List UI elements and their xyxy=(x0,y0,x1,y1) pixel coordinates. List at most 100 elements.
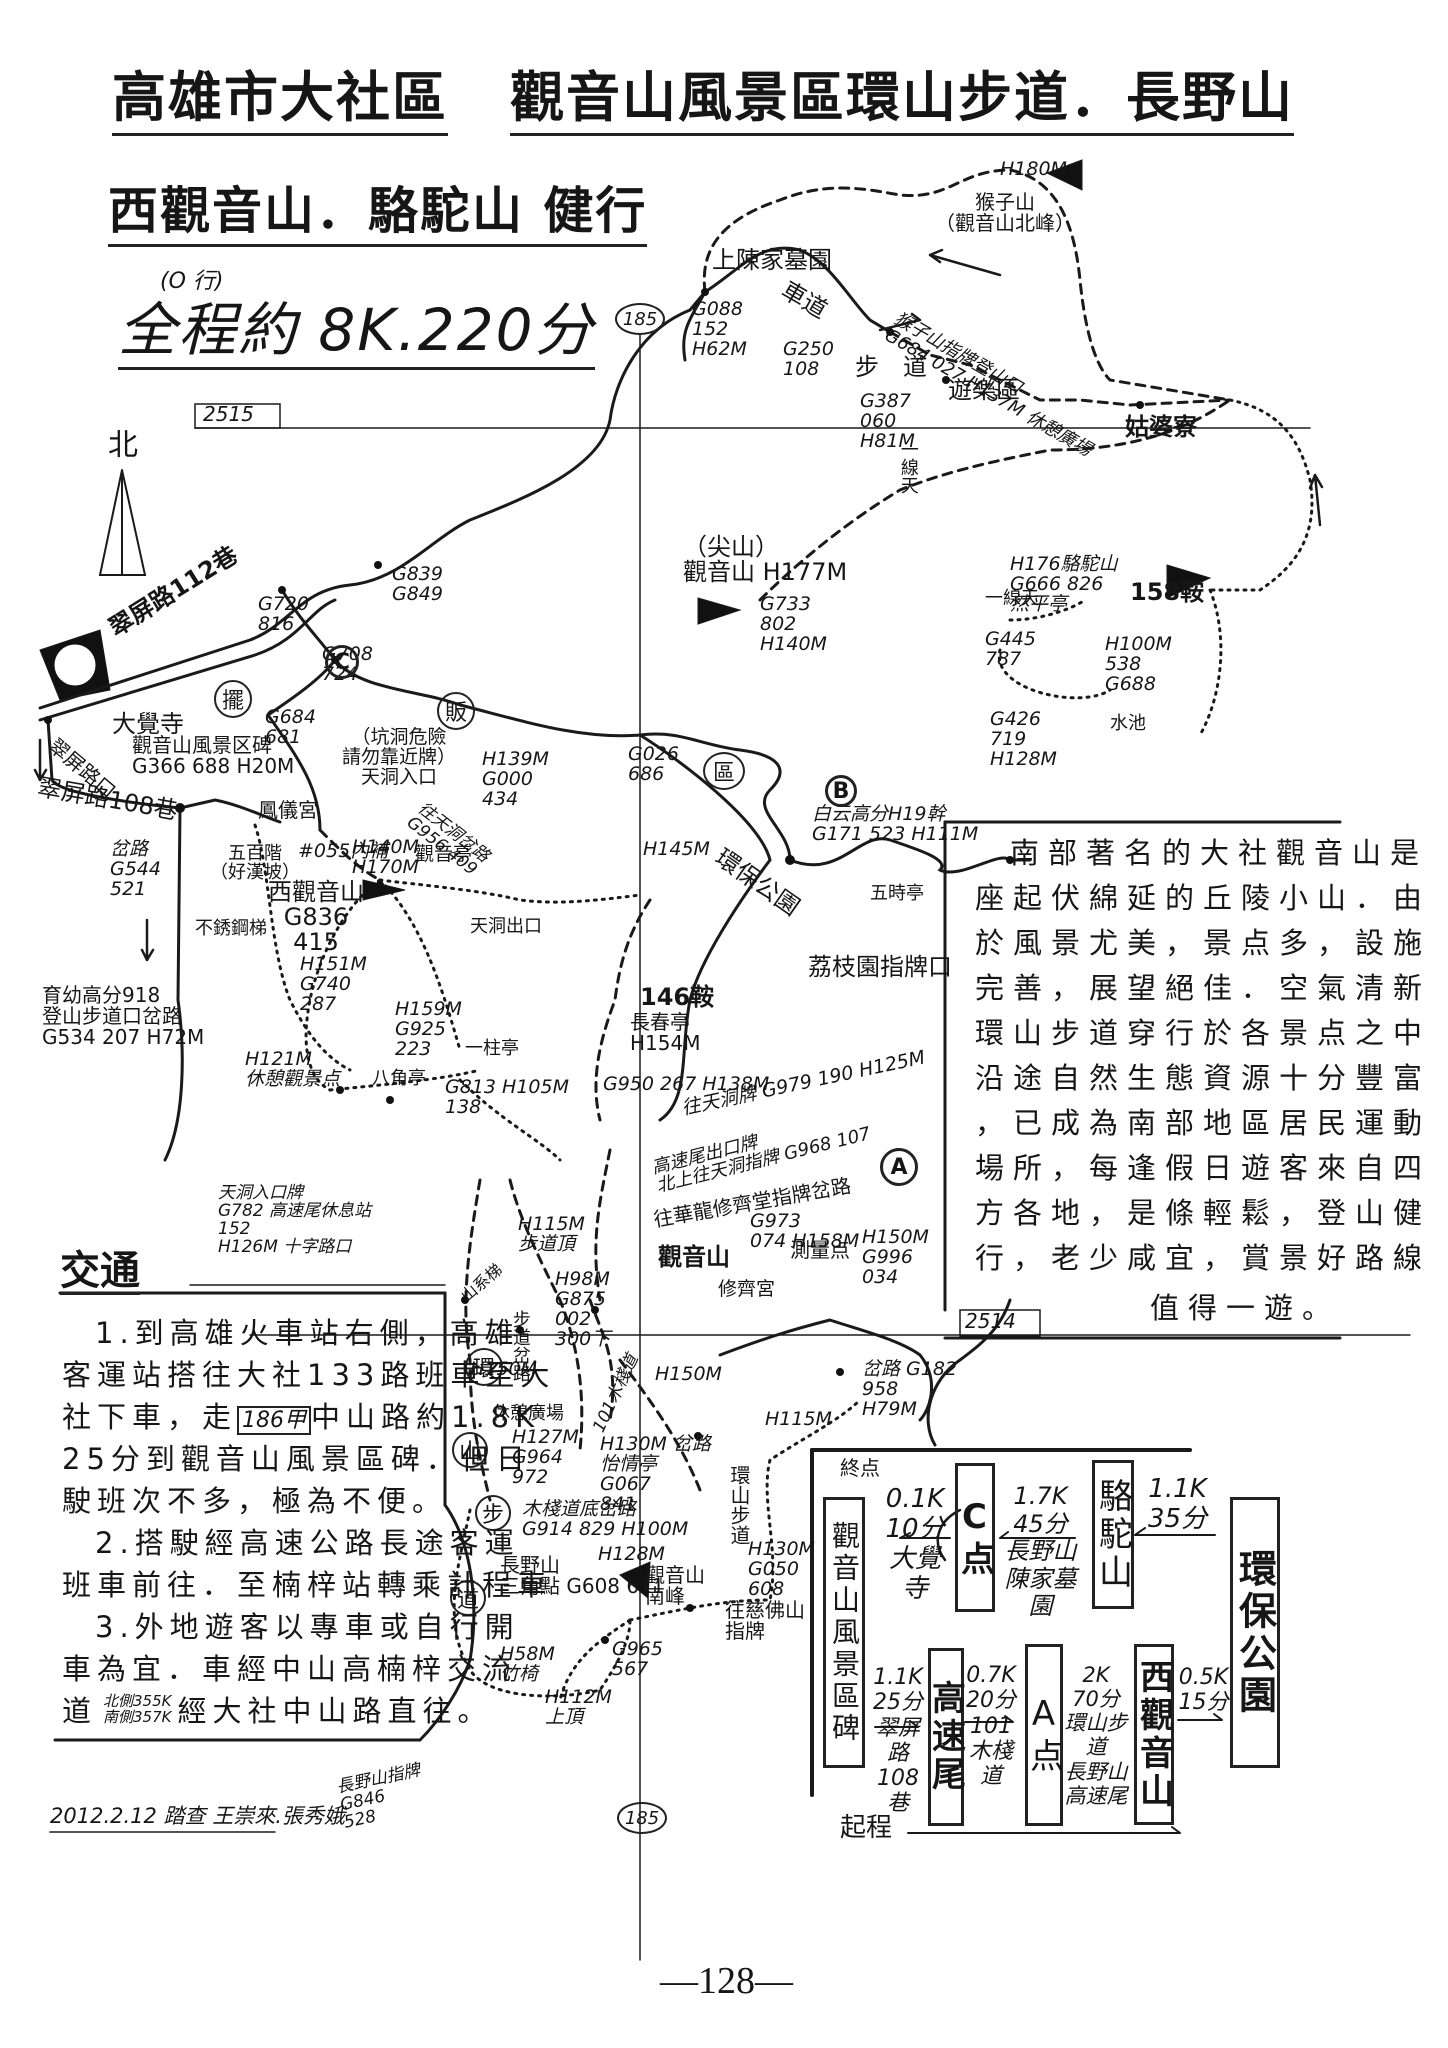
description-line: 場所，每逢假日遊客來自四 xyxy=(975,1151,1432,1185)
label-g088: G088 152 H62M xyxy=(692,298,747,360)
grid-number-top: 2515 xyxy=(203,402,254,426)
circle-label-stall: 擺 xyxy=(214,680,252,718)
label-g720: G720 816 xyxy=(258,593,309,635)
label-houzishan: 猴子山 （觀音山北峰） xyxy=(935,190,1075,235)
label-h151: H151M G740 287 xyxy=(300,953,367,1015)
segment-west-guanyin-to-park: 0.5K 15分 xyxy=(1178,1665,1229,1716)
node-luotuoshan: 駱駝山 xyxy=(1092,1460,1134,1609)
label-orphanage-fork: 育幼高分918 登山步道口岔路 G534 207 H72M xyxy=(42,983,205,1049)
label-fork-g182: 岔路 G182 958 H79M xyxy=(862,1358,958,1420)
node-west-guanyin: 西觀音山 xyxy=(1134,1644,1174,1825)
survey-credit: 2012.2.12 踏查 王崇來.張秀娥 xyxy=(50,1804,345,1828)
label-baiyun-junction: 白云高分H19幹 G171 523 H111M xyxy=(812,803,979,845)
label-octagon-pavilion: 八角亭 xyxy=(372,1068,426,1089)
label-west-guanyin: 西觀音山 G836 415 xyxy=(268,878,364,957)
label-g965: G965 567 xyxy=(612,1638,663,1680)
description-line: 於風景尤美，景点多，設施 xyxy=(975,926,1432,960)
label-tiandong-entrance: （坑洞危險 請勿靠近牌） 天洞入口 xyxy=(342,726,457,788)
description-line: 行，老少咸宜，賞景好路線 xyxy=(975,1241,1432,1275)
label-wushi-pavilion: 五時亭 xyxy=(870,883,924,904)
peak-flag-icon xyxy=(1045,159,1083,191)
label-g026: G026 686 xyxy=(628,743,679,785)
label-g964: H127M G964 972 xyxy=(512,1426,579,1488)
circle-label-step: 步 xyxy=(475,1495,511,1531)
road-185-badge-bottom: 185 xyxy=(617,1802,667,1834)
label-changchun-pavilion: 長春亭 H154M xyxy=(630,1010,701,1055)
label-chen-cemetery: 上陳家墓園 xyxy=(712,246,832,274)
segment-expressway-to-a: 0.7K 20分 101 木棧道 xyxy=(966,1663,1016,1790)
label-tiandong-sign: 天洞入口牌 G782 高速尾休息站 152 H126M 十字路口 xyxy=(218,1183,372,1257)
segment-a-to-west-guanyin: 2K 70分 環山步道 長野山 高速尾 xyxy=(1064,1663,1128,1808)
checkpoint-b-marker: B xyxy=(825,775,857,807)
node-eco-park: 環保公園 xyxy=(1230,1497,1280,1768)
total-distance-time: 全程約 8K.220分 xyxy=(118,300,595,370)
label-guanyin-pavilion: 觀音亭 xyxy=(415,843,473,865)
transport-text: 中山路約1.8K xyxy=(311,1400,541,1434)
label-h139: H139M G000 434 xyxy=(482,748,549,810)
label-g950: G950 267 H138M xyxy=(603,1073,770,1095)
transport-line: 客運站搭往大社133路班車至大 xyxy=(62,1358,556,1392)
route-186a-badge: 186甲 xyxy=(237,1406,312,1435)
title-district: 高雄市大社區 xyxy=(112,69,448,136)
transport-heading: 交通 xyxy=(60,1248,140,1295)
label-g387: G387 060 H81M xyxy=(860,390,915,452)
label-h58-bench: H58M 竹椅 xyxy=(500,1643,555,1685)
circle-label-mountain: 山 xyxy=(452,1432,488,1468)
description-line: ，已成為南部地區居民運動 xyxy=(975,1106,1432,1140)
north-arrow-icon xyxy=(98,469,147,576)
label-scenic-monument: 觀音山風景区碑 G366 688 H20M xyxy=(132,733,295,778)
peak-flag-icon xyxy=(619,1561,651,1600)
grid-box-2515 xyxy=(194,403,281,429)
circle-label-loop: 環 xyxy=(465,1348,503,1386)
description-line: 完善，展望絕佳．空氣清新 xyxy=(975,971,1432,1005)
label-survey-point: 測量点 xyxy=(790,1238,850,1262)
label-steel-ladder: 不銹鋼梯 xyxy=(195,918,267,939)
description-line: 值得一遊。 xyxy=(1150,1291,1341,1325)
logo-icon xyxy=(39,629,111,701)
label-south-peak: 觀音山 南峰 xyxy=(645,1563,705,1608)
label-pillar-pavilion: 一柱亭 xyxy=(465,1038,519,1059)
label-146-saddle: 146鞍 xyxy=(640,983,715,1011)
transport-line: 道 北側355K 南側357K 經大社中山路直往。 xyxy=(62,1688,493,1730)
circle-label-district: 區 xyxy=(703,752,745,790)
label-yiqing-pavilion: H130M 岔路 怡情亭 G067 841 xyxy=(600,1433,711,1515)
label-guanyinshan: 觀音山 xyxy=(658,1243,730,1271)
transport-line: 班車前往．至楠梓站轉乘計程車 xyxy=(62,1568,553,1602)
label-g875: H98M G875 002 300下 xyxy=(555,1268,611,1350)
label-g684: G684 681 xyxy=(265,706,316,748)
label-pond: 水池 xyxy=(1110,713,1146,734)
direction-arrows xyxy=(33,248,1324,1562)
circle-label-vendor: 販 xyxy=(437,692,475,730)
segment-park-to-luotuo: 1.1K 35分 xyxy=(1147,1474,1208,1534)
dotted-trails xyxy=(253,398,1314,1702)
label-loop-trail: 環山步道 xyxy=(727,1465,751,1545)
node-scenic-monument: 觀音山風景區碑 xyxy=(823,1497,865,1768)
description-line: 南部著名的大社觀音山是 xyxy=(1010,836,1429,870)
label-158-saddle: 158鞍 xyxy=(1130,578,1205,606)
label-rest-viewpoint: H121M 休憩觀景点 xyxy=(245,1048,341,1090)
label-g733: G733 802 H140M xyxy=(760,593,827,655)
label-500-steps: 五百階 （好漢坡） xyxy=(210,843,300,883)
label-g973: G973 074 H158M xyxy=(750,1210,860,1252)
transport-line: 車為宜．車經中山高楠梓交流 xyxy=(62,1652,518,1686)
description-line: 環山步道穿行於各景点之中 xyxy=(975,1016,1432,1050)
label-h100-538: H100M 538 G688 xyxy=(1105,633,1172,695)
description-line: 方各地，是條輕鬆，登山健 xyxy=(975,1196,1432,1230)
direction-note: (O 行) xyxy=(160,269,224,294)
label-gupoliao: 姑婆寮 xyxy=(1125,413,1197,441)
label-yixiantian-north: 一線天 xyxy=(897,440,919,494)
start-label: 起程 xyxy=(840,1813,893,1843)
peak-flag-icon xyxy=(697,597,742,625)
label-lychee-sign: 荔枝園指牌口 xyxy=(808,953,952,981)
peak-flag-icon xyxy=(1166,564,1212,599)
interchange-km: 北側355K 南側357K xyxy=(103,1691,172,1726)
node-checkpoint-c: C点 xyxy=(955,1463,995,1612)
transport-line: 駛班次不多，極為不便。 xyxy=(62,1484,448,1518)
label-changyeshan: 長野山 三角點 G608 611 xyxy=(500,1553,665,1598)
transport-line: 3.外地遊客以專車或自行開 xyxy=(95,1610,520,1644)
waypoint-dots xyxy=(44,288,1144,1644)
label-h145: H145M xyxy=(643,838,710,860)
label-g839: G839 G849 xyxy=(392,563,443,605)
label-h140-h170: H140M H170M xyxy=(352,836,419,878)
legend-frame xyxy=(810,1448,1223,1834)
